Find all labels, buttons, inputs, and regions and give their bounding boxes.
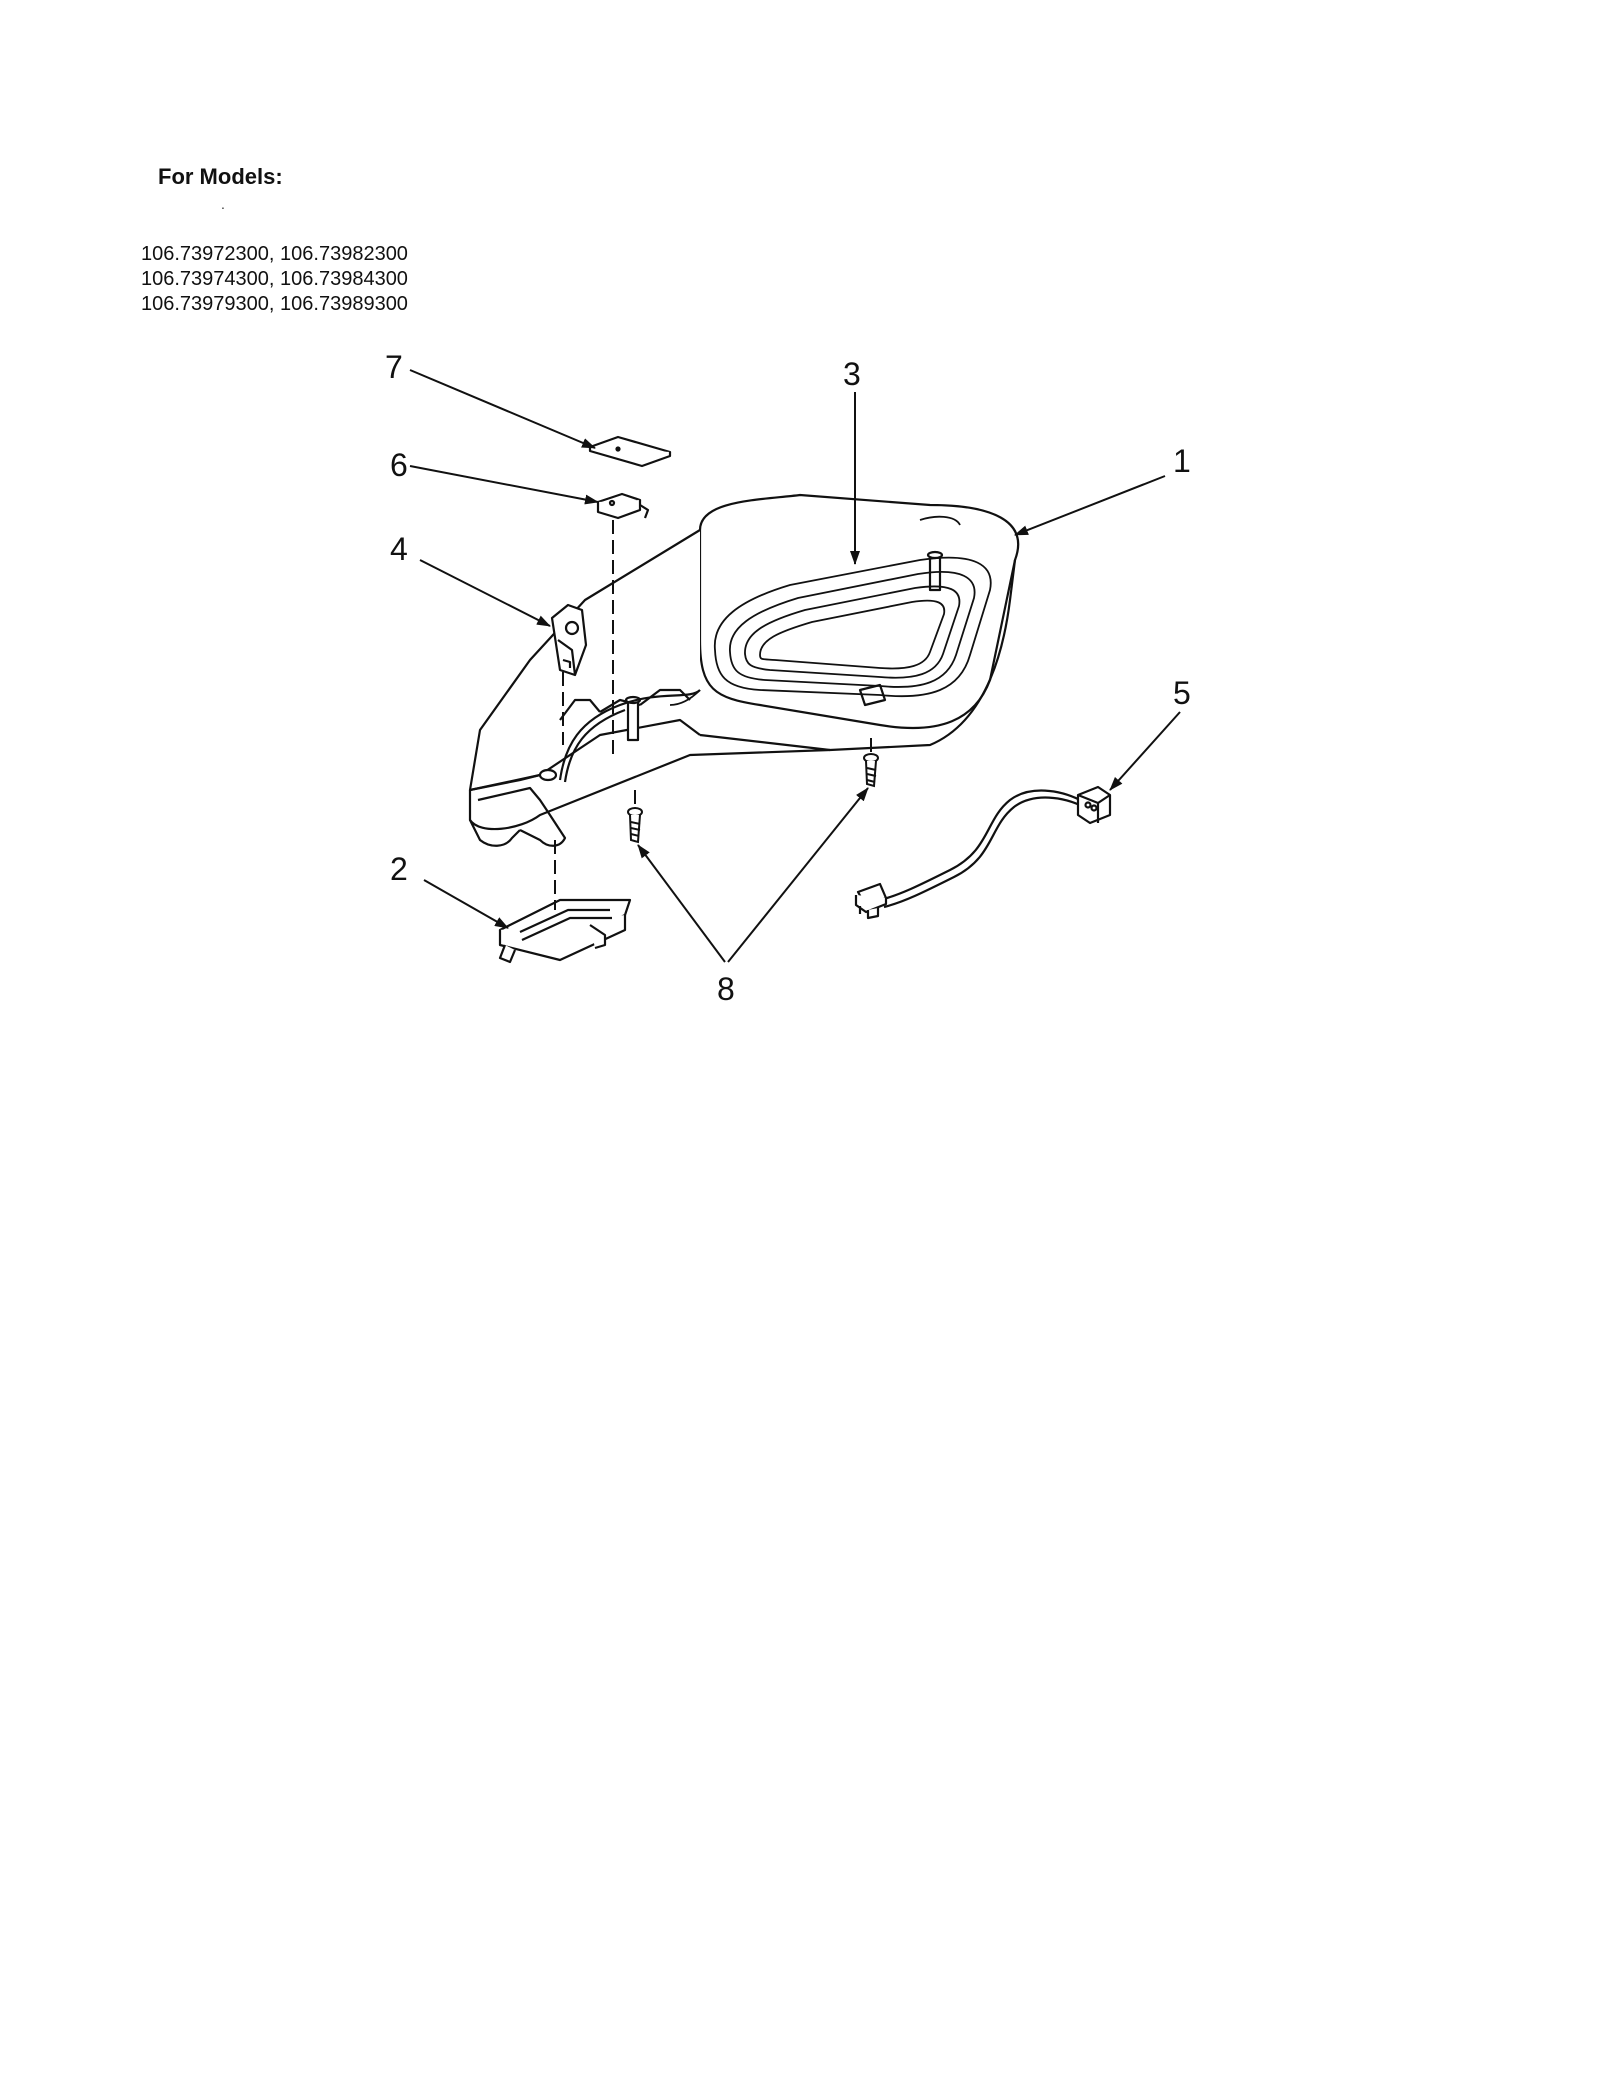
leader-2: [423, 879, 509, 929]
callout-8: 8: [717, 971, 735, 1007]
leader-arrows: [409, 369, 1181, 963]
model-line-3: 106.73979300, 106.73989300: [141, 293, 408, 315]
coil-housing-tray: [468, 493, 1020, 847]
bracket-clip-part: [550, 603, 588, 677]
page-title: For Models:: [158, 164, 283, 189]
wire-harness-part: [854, 785, 1112, 920]
model-list: 106.73972300, 106.73982300 106.73974300,…: [141, 242, 408, 317]
slide-cover-part: [498, 898, 632, 964]
callout-1: 1: [1173, 443, 1191, 479]
leader-8a: [637, 844, 726, 963]
model-line-1: 106.73972300, 106.73982300: [141, 243, 408, 265]
leader-7: [409, 369, 596, 449]
stray-dot: .: [221, 196, 225, 212]
leader-4: [419, 559, 551, 627]
screw-left: [627, 807, 643, 844]
callout-7: 7: [385, 349, 403, 385]
leader-6: [409, 465, 599, 505]
callout-3: 3: [843, 356, 861, 392]
callout-2: 2: [390, 851, 408, 887]
model-line-2: 106.73974300, 106.73984300: [141, 268, 408, 290]
callout-5: 5: [1173, 675, 1191, 711]
leader-8b: [727, 787, 869, 963]
screw-right: [863, 753, 879, 788]
callout-6: 6: [390, 447, 408, 483]
switch-part: [596, 492, 650, 520]
leader-1: [1014, 475, 1166, 536]
heating-coil: [669, 515, 992, 706]
alignment-lines: [554, 520, 872, 910]
shield-plate-part: [588, 435, 672, 468]
leader-5: [1109, 711, 1181, 791]
callout-4: 4: [390, 531, 408, 567]
